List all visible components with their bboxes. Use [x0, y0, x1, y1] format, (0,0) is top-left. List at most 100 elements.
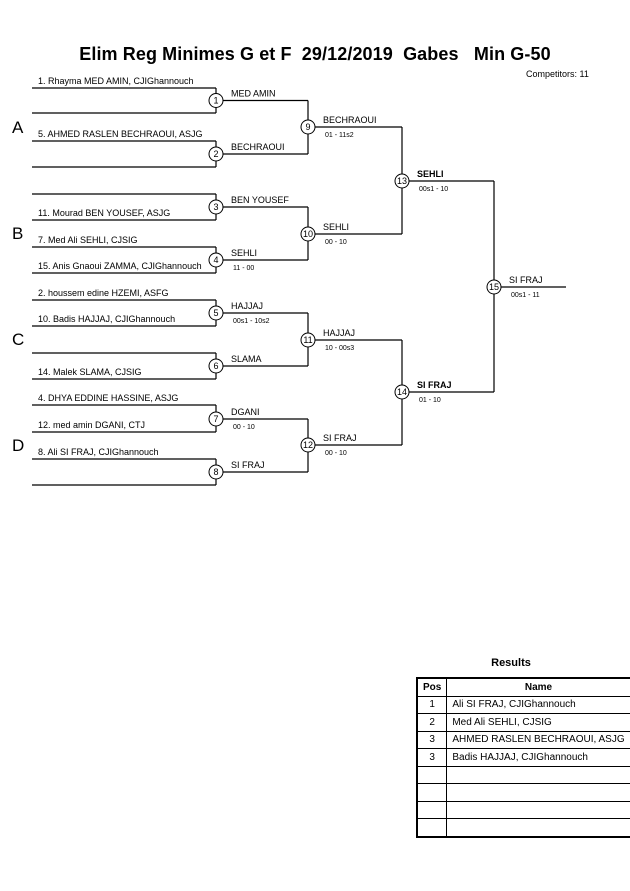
match-score: 11 - 00 [233, 265, 254, 272]
match-number-circle [208, 358, 224, 374]
result-name: Ali SI FRAJ, CJIGhannouch [446, 695, 630, 714]
result-name [446, 818, 630, 837]
result-name [446, 765, 630, 784]
match-number-circle [394, 384, 410, 400]
match-winner: HAJJAJ [323, 328, 355, 338]
competitor-name: 4. DHYA EDDINE HASSINE, ASJG [38, 393, 178, 403]
match-score: 00s1 - 11 [511, 292, 540, 299]
match-number: 8 [213, 467, 218, 477]
match-number-circle [300, 119, 316, 135]
match-number: 5 [213, 308, 218, 318]
competitor-name: 2. houssem edine HZEMI, ASFG [38, 288, 169, 298]
match-number: 1 [213, 96, 218, 106]
match-number: 15 [489, 282, 499, 292]
match-winner: SI FRAJ [417, 380, 452, 390]
competitor-name: 10. Badis HAJJAJ, CJIGhannouch [38, 314, 175, 324]
results-row [416, 818, 630, 837]
match-number: 13 [397, 176, 407, 186]
page-title: Elim Reg Minimes G et F 29/12/2019 Gabes… [79, 44, 551, 64]
result-name [446, 800, 630, 819]
group-label: D [12, 436, 24, 455]
result-pos [416, 783, 448, 802]
competitor-name: 14. Malek SLAMA, CJSIG [38, 367, 142, 377]
match-winner: BECHRAOUI [231, 142, 285, 152]
match-winner: BECHRAOUI [323, 115, 377, 125]
match-number-circle [394, 173, 410, 189]
result-name: AHMED RASLEN BECHRAOUI, ASJG [446, 730, 630, 749]
match-number: 3 [213, 202, 218, 212]
match-winner: SI FRAJ [231, 460, 265, 470]
match-number: 9 [305, 122, 310, 132]
match-number: 7 [213, 414, 218, 424]
match-number: 10 [303, 229, 313, 239]
match-number: 11 [303, 335, 312, 345]
match-winner: SLAMA [231, 354, 262, 364]
match-number-circle [208, 252, 224, 268]
group-label: C [12, 330, 24, 349]
match-winner: BEN YOUSEF [231, 195, 289, 205]
match-winner: DGANI [231, 407, 260, 417]
competitor-name: 5. AHMED RASLEN BECHRAOUI, ASJG [38, 129, 203, 139]
match-number-circle [208, 464, 224, 480]
competitor-name: 12. med amin DGANI, CTJ [38, 420, 145, 430]
result-pos [416, 818, 448, 837]
match-number: 2 [213, 149, 218, 159]
result-pos [416, 765, 448, 784]
match-score: 00s1 - 10s2 [233, 318, 270, 325]
results-header-pos: Pos [416, 677, 448, 697]
match-number: 14 [397, 387, 407, 397]
match-number-circle [300, 226, 316, 242]
match-score: 01 - 10 [419, 397, 441, 404]
results-header-name: Name [446, 677, 630, 697]
group-label: A [12, 118, 24, 137]
result-name [446, 783, 630, 802]
results-row [416, 800, 630, 819]
match-number-circle [208, 146, 224, 162]
result-name: Med Ali SEHLI, CJSIG [446, 713, 630, 732]
tournament-bracket: 1. Rhayma MED AMIN, CJIGhannouch 5. AHMED… [12, 76, 566, 486]
result-pos: 3 [416, 730, 448, 749]
result-pos: 2 [416, 713, 448, 732]
match-number-circle [208, 199, 224, 215]
match-number-circle [486, 279, 502, 295]
result-pos [416, 800, 448, 819]
results-row [416, 783, 630, 802]
match-number: 12 [303, 440, 313, 450]
match-winner: SEHLI [417, 169, 444, 179]
result-name: Badis HAJJAJ, CJIGhannouch [446, 748, 630, 767]
result-pos: 3 [416, 748, 448, 767]
match-score: 10 - 00s3 [325, 345, 354, 352]
competitor-name: 1. Rhayma MED AMIN, CJIGhannouch [38, 76, 194, 86]
match-number-circle [300, 332, 316, 348]
match-score: 00 - 10 [233, 424, 255, 431]
match-winner: SEHLI [323, 222, 349, 232]
competitors-count: Competitors: 11 [526, 69, 589, 79]
match-number: 6 [213, 361, 218, 371]
results-row [416, 765, 630, 784]
match-number-circle [208, 305, 224, 321]
match-winner: SI FRAJ [509, 275, 543, 285]
match-score: 00 - 10 [325, 450, 347, 457]
match-score: 01 - 11s2 [325, 132, 354, 139]
match-winner: SEHLI [231, 248, 257, 258]
match-score: 00 - 10 [325, 239, 347, 246]
match-winner: SI FRAJ [323, 433, 357, 443]
competitor-name: 15. Anis Gnaoui ZAMMA, CJIGhannouch [38, 261, 202, 271]
match-winner: MED AMIN [231, 89, 276, 99]
result-pos: 1 [416, 695, 448, 714]
competitor-name: 11. Mourad BEN YOUSEF, ASJG [38, 208, 170, 218]
competitor-name: 8. Ali SI FRAJ, CJIGhannouch [38, 447, 159, 457]
match-score: 00s1 - 10 [419, 186, 448, 193]
match-number-circle [208, 93, 224, 108]
competitor-name: 7. Med Ali SEHLI, CJSIG [38, 235, 138, 245]
match-winner: HAJJAJ [231, 301, 263, 311]
match-number-circle [300, 437, 316, 453]
match-number: 4 [213, 255, 218, 265]
results-title: Results [491, 657, 531, 669]
